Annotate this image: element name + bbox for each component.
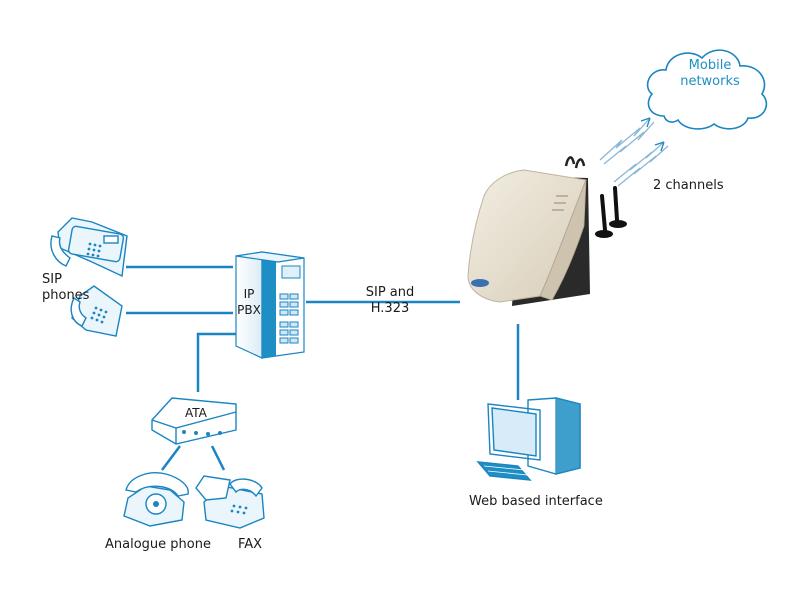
cloud-icon: [646, 49, 768, 130]
ip-pbx-label: IP PBX: [237, 287, 261, 317]
channels-label: 2 channels: [653, 178, 724, 193]
desk-ip-phone-icon: [70, 285, 123, 337]
ata-label: ATA: [185, 406, 207, 420]
fax-machine-icon: [195, 475, 265, 529]
analogue-phone-label: Analogue phone: [105, 537, 211, 552]
server-tower-icon: [235, 251, 305, 359]
gsm-gateway-icon: [467, 156, 627, 306]
desktop-computer-icon: [476, 397, 581, 481]
ata-adapter-icon: [151, 397, 237, 445]
line-pbx-ata: [196, 332, 236, 392]
web-interface-label: Web based interface: [469, 494, 603, 509]
line-ata-phone: [161, 445, 181, 471]
rotary-phone-icon: [123, 472, 189, 527]
fax-label: FAX: [238, 537, 263, 552]
desk-ip-phone-icon: [50, 217, 128, 278]
connection-lines: [126, 265, 520, 471]
mobile-networks-label: Mobile networks: [680, 58, 740, 89]
line-ata-fax: [210, 445, 226, 471]
sip-h323-label: SIP and H.323: [365, 285, 415, 316]
lightning-signal-icon: [599, 117, 669, 187]
sip-phones-label: SIP phones: [42, 272, 90, 303]
